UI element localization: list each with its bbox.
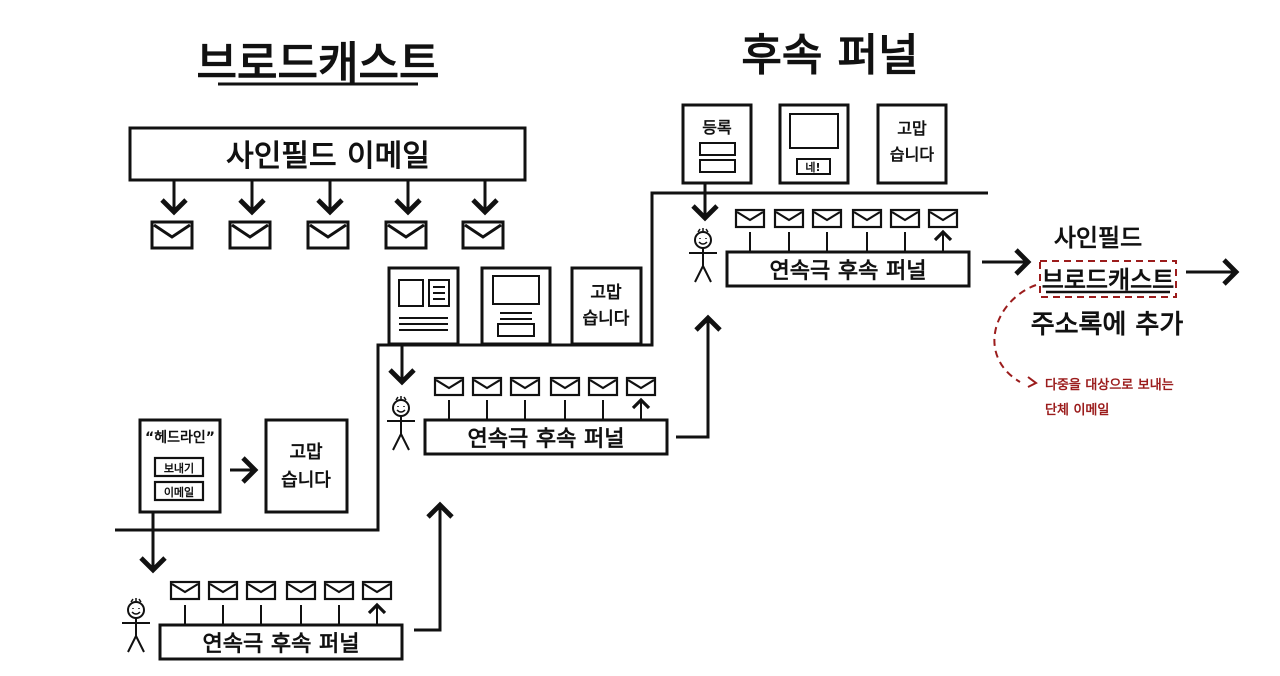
stage2-funnel-label: 연속극 후속 퍼널 bbox=[468, 427, 625, 452]
subscriber-icon bbox=[386, 395, 416, 451]
broadcast-title: 브로드캐스트 bbox=[197, 38, 440, 89]
email-icon bbox=[433, 376, 465, 397]
email-icon bbox=[323, 580, 355, 601]
video-yes-label: 네! bbox=[805, 160, 820, 174]
annotation: 다중을 대상으로 보내는 단체 이메일 bbox=[993, 284, 1174, 418]
outcome-line2: 브로드캐스트 bbox=[1042, 266, 1174, 294]
stage3-funnel-box bbox=[725, 250, 971, 288]
stage1-funnel-label: 연속극 후속 퍼널 bbox=[203, 632, 360, 657]
stage-2: 고맙 습니다 연속극 후속 퍼널 bbox=[386, 266, 722, 456]
annotation-line1: 다중을 대상으로 보내는 bbox=[1045, 377, 1174, 393]
email-icon bbox=[285, 580, 317, 601]
headline-email-label: 이메일 bbox=[164, 485, 194, 499]
stage2-thanks-line2: 습니다 bbox=[583, 309, 630, 329]
email-icon bbox=[150, 220, 194, 250]
headline-send-label: 보내기 bbox=[164, 461, 194, 475]
broadcast-emails bbox=[150, 180, 505, 250]
broadcast-highlight-box bbox=[1039, 260, 1177, 298]
stage3-thanks-line1: 고맙 bbox=[897, 119, 927, 138]
stage3-thanks-page bbox=[876, 103, 948, 185]
email-icon bbox=[851, 208, 883, 229]
signup-email-box bbox=[128, 126, 527, 182]
stage1-thanks-line1: 고맙 bbox=[289, 442, 323, 463]
email-icon bbox=[471, 376, 503, 397]
email-icon bbox=[587, 376, 619, 397]
headline-send-button bbox=[153, 456, 205, 478]
email-icon bbox=[889, 208, 921, 229]
email-icon bbox=[773, 208, 805, 229]
email-icon bbox=[361, 580, 393, 601]
annotation-line2: 단체 이메일 bbox=[1045, 402, 1109, 418]
stage2-thanks-line1: 고맙 bbox=[590, 283, 622, 303]
email-icon bbox=[509, 376, 541, 397]
stage2-funnel-box bbox=[423, 418, 669, 456]
email-icon bbox=[461, 220, 505, 250]
register-label: 등록 bbox=[702, 118, 732, 137]
stage-3: 등록 네! 고맙 습니다 연속극 후속 퍼널 bbox=[681, 103, 1032, 288]
stage3-funnel-label: 연속극 후속 퍼널 bbox=[770, 259, 927, 284]
signup-email-label: 사인필드 이메일 bbox=[226, 139, 430, 174]
email-icon bbox=[228, 220, 272, 250]
headline-email-button bbox=[153, 480, 205, 502]
email-icon bbox=[207, 580, 239, 601]
stage-1: “헤드라인” 보내기 이메일 고맙 습니다 연속극 후속 퍼널 bbox=[121, 418, 454, 661]
outcome: 사인필드 브로드캐스트 주소록에 추가 bbox=[1031, 224, 1240, 340]
email-icon bbox=[306, 220, 350, 250]
stage1-thanks-line2: 습니다 bbox=[281, 470, 331, 491]
email-icon bbox=[549, 376, 581, 397]
email-icon bbox=[811, 208, 843, 229]
email-icon bbox=[384, 220, 428, 250]
email-icon bbox=[625, 376, 657, 397]
headline-quote: “헤드라인” bbox=[145, 429, 215, 446]
email-icon bbox=[245, 580, 277, 601]
stage1-thanks-page bbox=[264, 418, 349, 514]
stage2-thanks-page bbox=[570, 266, 643, 346]
email-icon bbox=[734, 208, 766, 229]
subscriber-icon bbox=[121, 597, 151, 653]
outcome-line3: 주소록에 추가 bbox=[1031, 310, 1184, 340]
email-icon bbox=[927, 208, 959, 229]
subscriber-icon bbox=[688, 227, 718, 283]
email-icon bbox=[169, 580, 201, 601]
stage1-funnel-box bbox=[158, 623, 404, 661]
outcome-line1: 사인필드 bbox=[1054, 224, 1142, 252]
followup-title: 후속 퍼널 bbox=[741, 30, 918, 81]
stage3-thanks-line2: 습니다 bbox=[890, 145, 934, 164]
